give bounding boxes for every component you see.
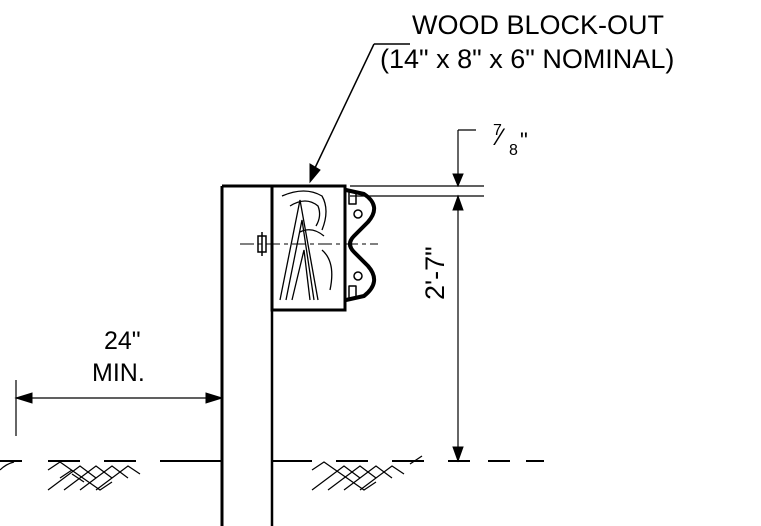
block-gap-unit: " (520, 128, 528, 153)
block-gap-fraction-denominator: 8 (509, 142, 518, 159)
callout-leader (309, 43, 410, 184)
callout-label-line1: WOOD BLOCK-OUT (412, 10, 665, 40)
post-bolt (240, 232, 378, 256)
rail-height-dimension (452, 194, 464, 463)
w-beam-rail (345, 188, 376, 302)
block-gap-fraction-numerator: 7 (493, 122, 502, 139)
offset-dimension (14, 380, 224, 436)
block-gap-fraction-bar: ⁄ (498, 124, 503, 151)
offset-dimension-value: 24" (104, 327, 141, 355)
callout-label-line2: (14" x 8" x 6" NOMINAL) (380, 44, 675, 74)
offset-dimension-qualifier: MIN. (92, 359, 145, 387)
wood-block-out (270, 184, 347, 312)
rail-height-dimension-label: 2'-7" (420, 246, 450, 300)
soil-hatch-left (0, 461, 141, 491)
block-gap-dimension (350, 129, 484, 197)
steel-post (220, 184, 274, 526)
soil-hatch-right (311, 455, 423, 491)
